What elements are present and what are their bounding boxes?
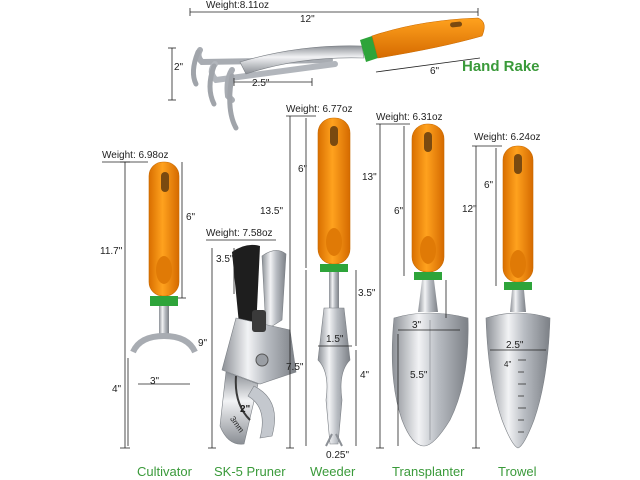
trowel-scale-label: 4" (504, 360, 512, 369)
cultivator-weight-label: Weight: 6.98oz (102, 150, 169, 161)
hand-rake-tine-width-label: 2.5" (252, 78, 270, 89)
pruner-weight-label: Weight: 7.58oz (206, 228, 273, 239)
transplanter-name: Transplanter (392, 464, 465, 479)
pruner-image (219, 244, 297, 445)
transplanter-weight-label: Weight: 6.31oz (376, 112, 443, 123)
cultivator-length-label: 11.7" (100, 246, 123, 257)
weeder-tip-label: 0.25" (326, 450, 350, 461)
hand-rake-weight-label: Weight:8.11oz (206, 0, 270, 11)
cultivator-dimensions (102, 161, 190, 449)
weeder-length-label: 13.5" (260, 206, 284, 217)
pruner-length-label: 9" (198, 338, 208, 349)
weeder-head-height-label: 4" (360, 370, 370, 381)
pruner-name: SK-5 Pruner (214, 464, 286, 479)
pruner-cut-label: 2" (240, 404, 251, 415)
trowel-dimensions (472, 145, 546, 449)
cultivator-handle-label: 6" (186, 212, 196, 223)
transplanter-dimensions (376, 123, 460, 449)
transplanter-handle-label: 6" (394, 206, 404, 217)
weeder-weight-label: Weight: 6.77oz (286, 104, 353, 115)
weeder-handle-label: 6" (298, 164, 308, 175)
trowel-length-label: 12" (462, 204, 477, 215)
weeder-handle-collar-label: 3.5" (358, 288, 376, 299)
hand-rake-tine-height-label: 2" (174, 62, 184, 73)
hand-rake-name: Hand Rake (462, 58, 540, 75)
hand-rake-length-label: 12" (300, 14, 315, 25)
weeder-dimensions (286, 115, 357, 449)
trowel-head-width-label: 2.5" (506, 340, 524, 351)
trowel-name: Trowel (498, 464, 537, 479)
transplanter-head-width-label: 3" (412, 320, 422, 331)
cultivator-name: Cultivator (137, 464, 192, 479)
hand-rake-dimensions (168, 8, 481, 101)
weeder-head-width-label: 1.5" (326, 334, 344, 345)
cultivator-head-height-label: 4" (112, 384, 122, 395)
hand-rake-image (190, 17, 485, 131)
trowel-weight-label: Weight: 6.24oz (474, 132, 541, 143)
trowel-handle-label: 6" (484, 180, 494, 191)
pruner-dimensions (206, 239, 276, 449)
pruner-handle-label: 3.5" (216, 254, 234, 265)
trowel-image (485, 145, 551, 449)
cultivator-image (130, 161, 198, 448)
hand-rake-handle-label: 6" (430, 66, 440, 77)
transplanter-image (391, 123, 469, 447)
weeder-image (317, 117, 351, 447)
weeder-name: Weeder (310, 464, 356, 479)
transplanter-length-label: 13" (362, 172, 377, 183)
cultivator-head-width-label: 3" (150, 376, 160, 387)
transplanter-blade-label: 5.5" (410, 370, 428, 381)
weeder-shaft-label: 7.5" (286, 362, 304, 373)
